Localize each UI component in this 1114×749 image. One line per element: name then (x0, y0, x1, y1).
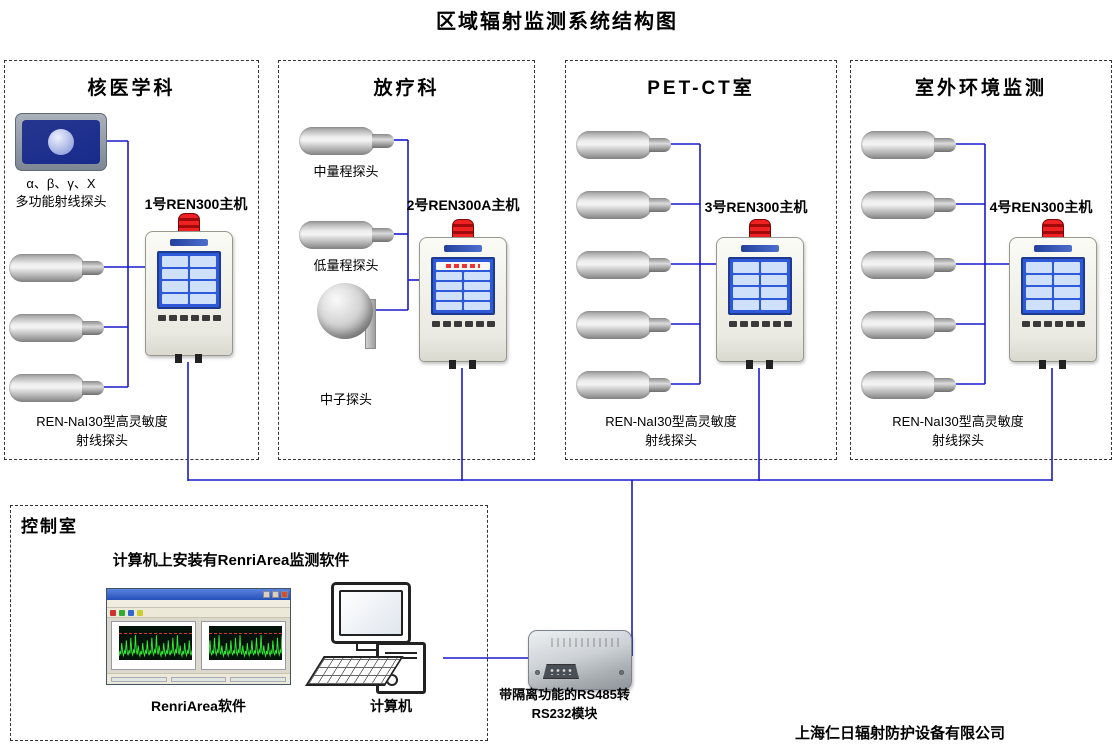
cable-port (1059, 360, 1066, 369)
screw (619, 670, 624, 675)
cable-port (469, 360, 476, 369)
cable-port (766, 360, 773, 369)
nai-probe-device (576, 191, 671, 219)
nai-probe-device (9, 254, 104, 282)
nai-probe-device (9, 374, 104, 402)
ren300-host-device (716, 219, 804, 369)
chart-area (107, 618, 290, 673)
serial-connector (543, 664, 579, 679)
menu-bar (107, 600, 290, 608)
section-title: 控制室 (21, 517, 78, 536)
nai-probe-device (861, 311, 956, 339)
rs485-label: 带隔离功能的RS485转 RS232模块 (499, 687, 630, 721)
probe-label: 中量程探头 (313, 164, 379, 179)
keypad (146, 315, 232, 321)
trend-chart (201, 621, 286, 670)
neutron-probe-device (317, 283, 373, 339)
probe-note: REN-NaI30型高灵敏度 射线探头 (892, 414, 1024, 448)
cable-port (1039, 360, 1046, 369)
probe-note: REN-NaI30型高灵敏度 射线探头 (605, 414, 737, 448)
minimize-icon (263, 591, 270, 598)
section-title: 核医学科 (87, 78, 176, 99)
lcd-screen (1021, 257, 1085, 315)
nai-probe-device (861, 131, 956, 159)
section-title: 放疗科 (373, 78, 440, 99)
section-nuclear-medicine: 核医学科 α、β、γ、X 多功能射线探头 1号REN300主机 REN-NaI3… (4, 60, 259, 460)
host-body (145, 231, 233, 356)
brand-plate (741, 245, 779, 252)
area-monitor-device (15, 113, 107, 171)
host-label: 4号REN300主机 (989, 199, 1093, 215)
trend-chart (111, 621, 196, 670)
host-body (1009, 237, 1097, 362)
company-name: 上海仁日辐射防护设备有限公司 (794, 725, 1005, 742)
section-title: 室外环境监测 (914, 78, 1047, 99)
section-radiotherapy: 放疗科 中量程探头 低量程探头 中子探头 2号REN300A主机 (278, 60, 535, 460)
toolbar (107, 608, 290, 618)
host-label: 2号REN300A主机 (406, 197, 520, 213)
probe-label: 低量程探头 (313, 258, 379, 273)
nai-probe-device (861, 251, 956, 279)
section-control-room: 控制室 计算机上安装有RenriArea监测软件 RenriArea软件 计算机 (10, 505, 488, 741)
brand-plate (444, 245, 482, 252)
section-title: PET-CT室 (647, 78, 755, 99)
keypad (717, 321, 803, 327)
software-window (106, 588, 291, 685)
software-note: 计算机上安装有RenriArea监测软件 (112, 552, 350, 569)
monitor (331, 582, 411, 644)
page-title: 区域辐射监测系统结构图 (436, 11, 678, 33)
rs485-module-device (528, 630, 632, 690)
lcd-screen (431, 257, 495, 315)
detector-window (48, 129, 74, 155)
probe-label: 中子探头 (319, 392, 372, 407)
lcd-screen (728, 257, 792, 315)
monitor-screen (339, 590, 403, 636)
keypad (420, 321, 506, 327)
nai-probe-device (576, 131, 671, 159)
window-titlebar (107, 589, 290, 600)
keypad (1010, 321, 1096, 327)
computer-illustration (291, 582, 461, 700)
cable-port (175, 354, 182, 363)
section-petct: PET-CT室 3号REN300主机 REN-NaI30型高灵敏度 射线探头 (565, 60, 837, 460)
ren300-host-device (1009, 219, 1097, 369)
probe-note: REN-NaI30型高灵敏度 射线探头 (36, 414, 168, 448)
status-bar (107, 673, 290, 684)
cable-port (449, 360, 456, 369)
brand-plate (1034, 245, 1072, 252)
ren300-host-device (145, 213, 233, 363)
host-label: 1号REN300主机 (144, 196, 248, 212)
nai-probe-device (576, 311, 671, 339)
vent-slots (551, 638, 619, 647)
screw (535, 670, 540, 675)
area-probe-caption: α、β、γ、X 多功能射线探头 (15, 176, 107, 209)
section-outdoor: 室外环境监测 4号REN300主机 REN-NaI30型高灵敏度 射线探头 (850, 60, 1112, 460)
host-label: 3号REN300主机 (704, 199, 808, 215)
mid-range-probe-device (299, 127, 394, 155)
software-label: RenriArea软件 (151, 698, 246, 714)
host-body (419, 237, 507, 362)
low-range-probe-device (299, 221, 394, 249)
cable-port (195, 354, 202, 363)
cable-port (746, 360, 753, 369)
close-icon (281, 591, 288, 598)
nai-probe-device (576, 371, 671, 399)
ren300a-host-device (419, 219, 507, 369)
nai-probe-device (861, 191, 956, 219)
lcd-screen (157, 251, 221, 309)
maximize-icon (272, 591, 279, 598)
host-body (716, 237, 804, 362)
nai-probe-device (576, 251, 671, 279)
monitor-panel (22, 120, 100, 164)
nai-probe-device (861, 371, 956, 399)
brand-plate (170, 239, 208, 246)
nai-probe-device (9, 314, 104, 342)
module-body (528, 630, 632, 690)
computer-label: 计算机 (370, 698, 412, 714)
